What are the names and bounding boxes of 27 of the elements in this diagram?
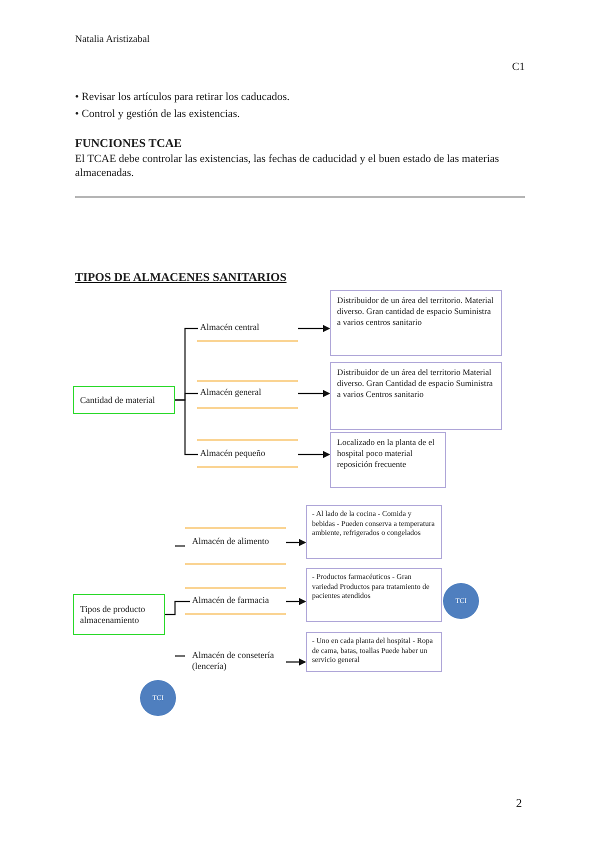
category-label: Almacén de consetería (lencería) — [190, 649, 286, 675]
section-heading: FUNCIONES TCAE — [75, 136, 182, 150]
arrow — [298, 450, 330, 458]
author-name: Natalia Aristizabal — [75, 33, 150, 47]
category-label: Almacén pequeño — [198, 447, 298, 462]
connector-line — [175, 399, 198, 456]
category-box: Cantidad de material — [73, 386, 175, 414]
category-label: Almacén de alimento — [190, 535, 286, 550]
bullet-item: • Revisar los artículos para retirar los caducados. — [75, 90, 290, 104]
page-number: 2 — [516, 796, 522, 810]
paragraph: El TCAE debe controlar las existencias, las fechas de caducidad y el buen estado de las materias almacenadas. — [75, 152, 500, 180]
diagram-title: TIPOS DE ALMACENES SANITARIOS — [75, 270, 286, 284]
description-box: Distribuidor de un área del territorio Material diverso. Gran Cantidad de espacio Suministra a varios Centros sanitario — [330, 362, 502, 430]
category-label: Almacén general — [198, 386, 298, 401]
section-code: C1 — [512, 60, 525, 74]
arrow — [286, 538, 306, 546]
arrow — [286, 598, 306, 606]
connector-line — [165, 600, 190, 616]
category-label: Almacén de farmacia — [190, 594, 286, 609]
arrow — [298, 324, 330, 332]
arrow — [286, 658, 306, 666]
bullet-item: • Control y gestión de las existencias. — [75, 107, 240, 121]
category-label: Almacén central — [198, 321, 298, 336]
description-box: Distribuidor de un área del territorio. Material diverso. Gran cantidad de espacio Suministra a varios centros sanitario — [330, 290, 502, 356]
description-box: Localizado en la planta de el hospital poco material reposición frecuente — [330, 432, 446, 488]
category-box: Tipos de producto almacenamiento — [73, 594, 165, 635]
arrow — [298, 390, 330, 398]
